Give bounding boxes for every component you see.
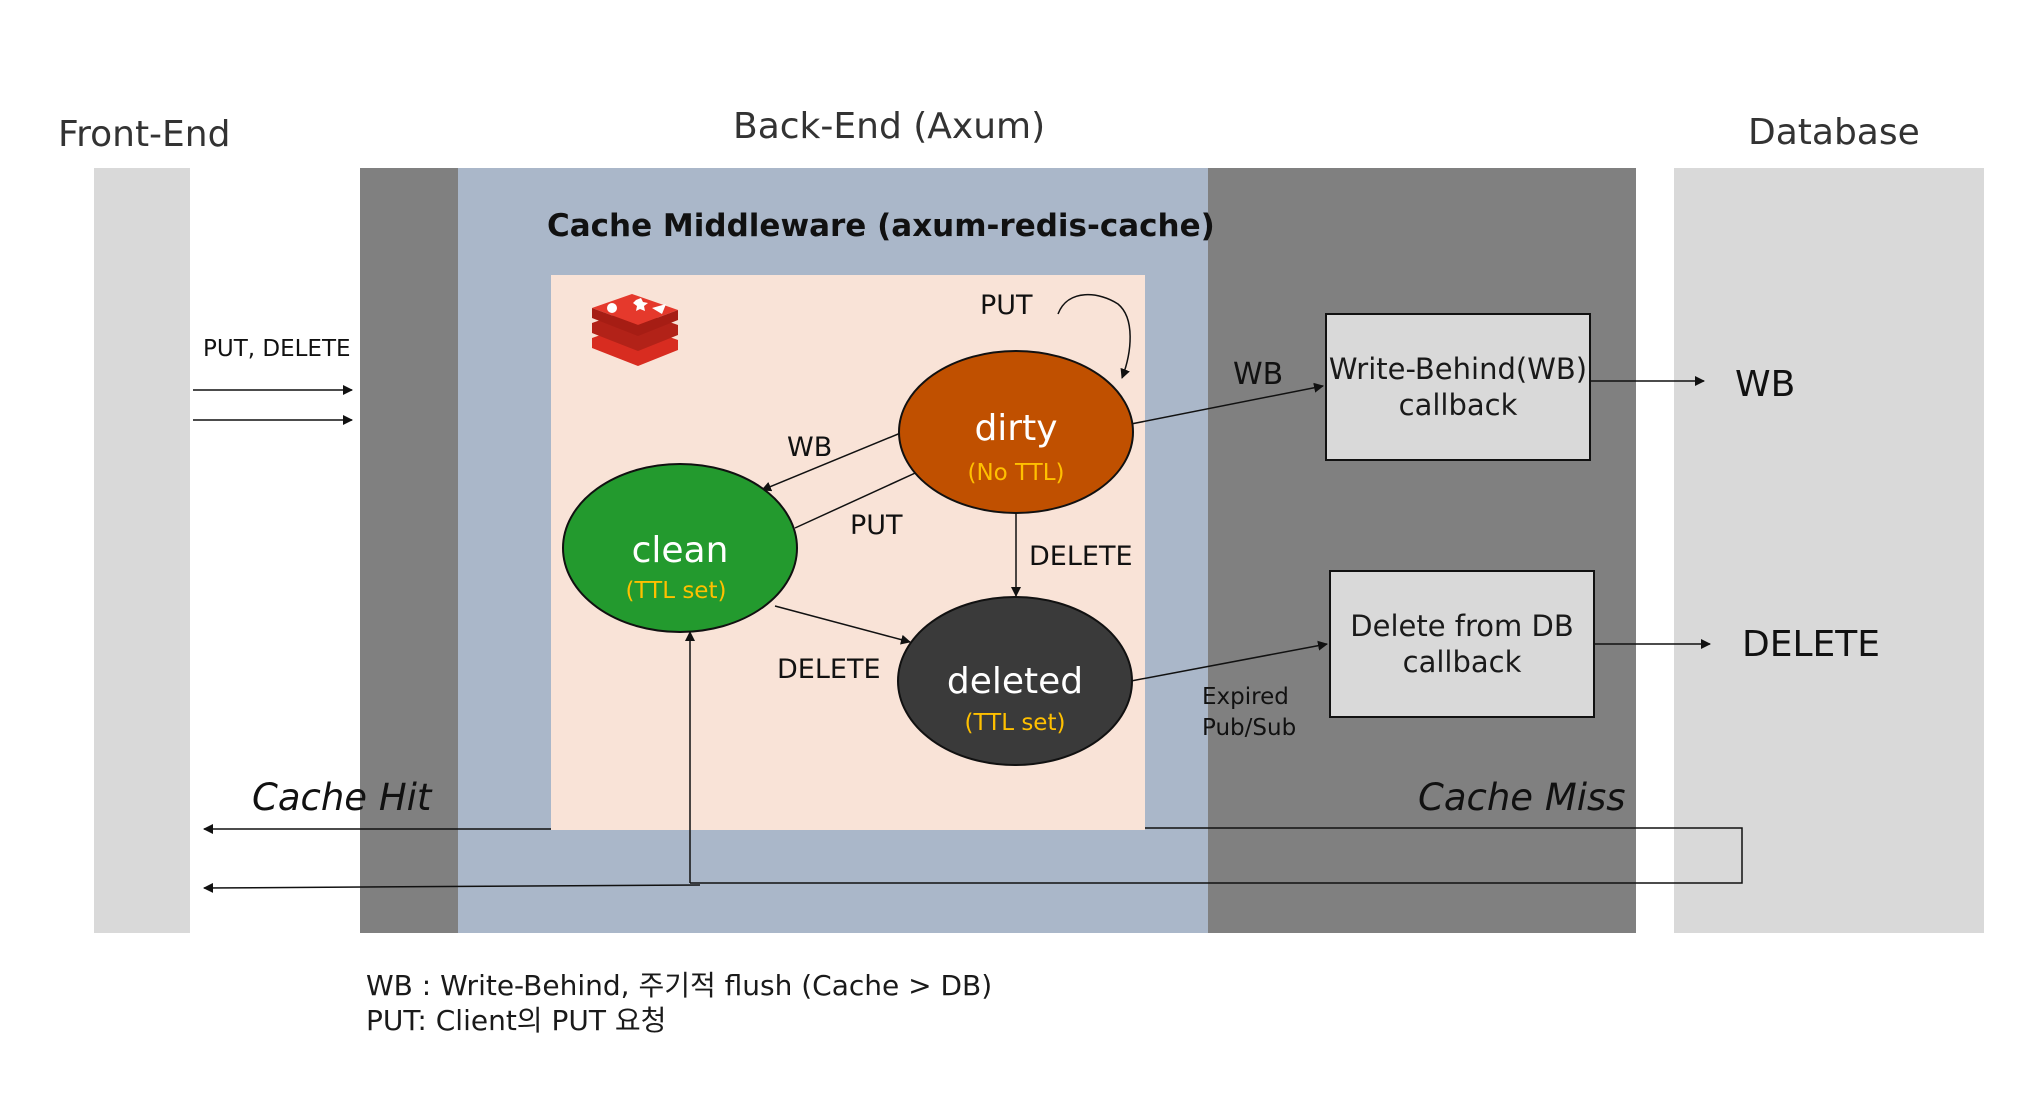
database-column — [1674, 168, 1984, 933]
put-self-loop-arrow — [1057, 294, 1131, 379]
dirty-state — [898, 350, 1134, 514]
clean-state-label: clean — [632, 530, 729, 571]
wb-edge-label: WB — [787, 432, 832, 463]
cache-miss-return-arrow — [203, 882, 701, 893]
deleted-state-label: deleted — [947, 661, 1083, 702]
wb-callback-box — [1325, 313, 1591, 461]
put-edge-label: PUT — [850, 510, 903, 541]
wb-callback-label: Write-Behind(WB) callback — [1325, 313, 1591, 461]
dirty-state-label: dirty — [974, 408, 1057, 449]
cache-hit-label: Cache Hit — [252, 776, 433, 819]
legend-put: PUT: Client의 PUT 요청 — [366, 1004, 667, 1037]
backend-title: Back-End (Axum) — [733, 106, 1046, 147]
delete-dirty-edge-label: DELETE — [1029, 541, 1133, 572]
delete-callback-line2: callback — [1402, 645, 1522, 679]
dirty-state-sub: (No TTL) — [967, 460, 1064, 486]
delete-callback-label: Delete from DB callback — [1329, 570, 1595, 718]
deleted-state — [897, 596, 1133, 766]
legend-wb: WB : Write-Behind, 주기적 flush (Cache > DB… — [366, 969, 993, 1002]
request-label: PUT, DELETE — [203, 336, 351, 362]
cache-miss-label: Cache Miss — [1418, 776, 1626, 819]
wb-out-edge-label: WB — [1233, 357, 1283, 392]
wb-to-callback-arrow — [1130, 382, 1324, 425]
wb-callback-line1: Write-Behind(WB) — [1328, 352, 1588, 386]
pubsub-edge-label: Pub/Sub — [1202, 715, 1296, 741]
delete-from-clean-arrow — [774, 605, 911, 645]
expired-to-callback-arrow — [1130, 640, 1328, 682]
delete-clean-edge-label: DELETE — [777, 654, 881, 685]
clean-state — [562, 463, 798, 633]
middleware-title: Cache Middleware (axum-redis-cache) — [547, 208, 1215, 244]
database-title: Database — [1748, 112, 1920, 153]
cache-miss-return-path — [690, 827, 1743, 884]
clean-state-sub: (TTL set) — [626, 578, 727, 604]
db-delete-label: DELETE — [1742, 624, 1880, 665]
put-self-label: PUT — [980, 290, 1033, 321]
wb-transition-arrow — [761, 431, 904, 492]
deleted-state-sub: (TTL set) — [965, 710, 1066, 736]
db-wb-label: WB — [1735, 364, 1795, 405]
delete-callback-line1: Delete from DB — [1350, 609, 1574, 643]
wb-callback-line2: callback — [1398, 388, 1518, 422]
expired-edge-label: Expired — [1202, 684, 1289, 710]
frontend-column — [94, 168, 190, 933]
frontend-title: Front-End — [58, 114, 231, 155]
delete-callback-box — [1329, 570, 1595, 718]
redis-logo-icon — [592, 294, 678, 366]
put-transition-arrow — [794, 468, 925, 529]
